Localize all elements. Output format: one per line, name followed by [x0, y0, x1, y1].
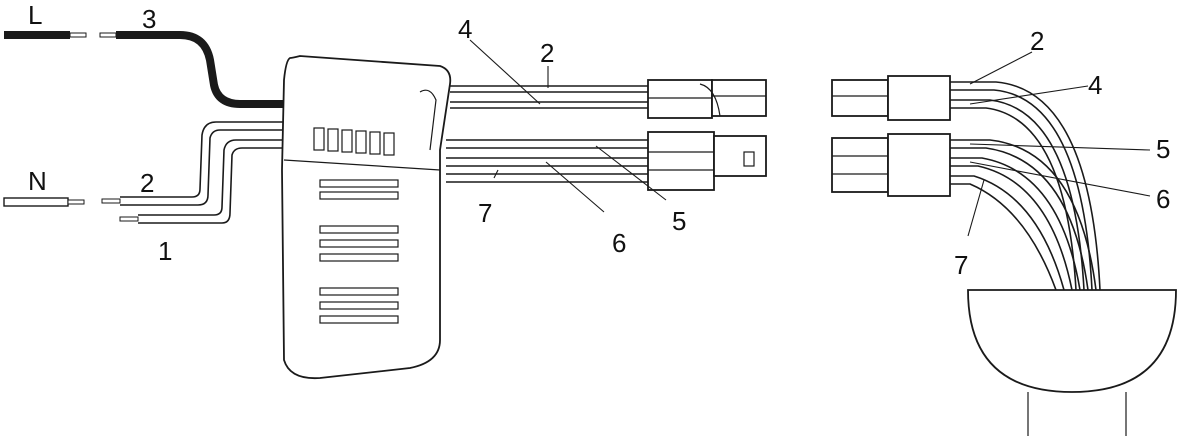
fan-wire-2a [950, 81, 1101, 291]
connector-housing [647, 131, 715, 191]
wire-3-black [116, 31, 290, 108]
output-wires-lower [446, 139, 648, 183]
fan-wire-6b [950, 165, 1073, 291]
line-wire-bare-end [69, 32, 87, 38]
dip-switch [327, 128, 339, 152]
receiver-bevel [419, 89, 437, 151]
leader-4-right [969, 85, 1089, 105]
leader-5-right [969, 143, 1151, 151]
fan-wire-5a [950, 139, 1097, 291]
label-N: N [28, 166, 47, 196]
neutral-wire-stub [3, 197, 69, 207]
fan-wire-6a [950, 157, 1081, 291]
label-7-left: 7 [478, 198, 492, 228]
vent-slot [319, 191, 399, 200]
connector-housing [887, 133, 951, 197]
neutral-wire-N [3, 197, 85, 207]
fan-wire-4b [950, 107, 1077, 291]
label-4-left: 4 [458, 14, 472, 44]
connector-housing [887, 75, 951, 121]
neutral-wire-bare-end [67, 199, 85, 205]
output-wires-upper [450, 85, 650, 109]
fan-wire-2b [950, 89, 1093, 291]
connector-housing [647, 79, 713, 119]
dip-switch [313, 127, 325, 151]
wire-3-bare-end [99, 32, 117, 38]
wire-1-left [119, 139, 290, 224]
label-L: L [28, 0, 42, 30]
vent-slot [319, 253, 399, 262]
line-wire-stub [4, 31, 70, 39]
vent-slot [319, 287, 399, 296]
wire-1-bare-end [119, 216, 139, 222]
leader-6-left [545, 161, 605, 213]
label-5-right: 5 [1156, 134, 1170, 164]
connector-left-lower [647, 131, 767, 191]
label-6-left: 6 [612, 228, 626, 258]
leader-2-right [969, 51, 1033, 85]
dip-switch-block [313, 127, 395, 156]
receiver-panel-divider [283, 159, 441, 171]
vent-slot [319, 301, 399, 310]
label-7-right: 7 [954, 250, 968, 280]
connector-right-lower [831, 133, 951, 197]
vent-slots [319, 179, 399, 324]
connector-plug [831, 137, 889, 193]
vent-slot [319, 315, 399, 324]
fan-wire-5b [950, 147, 1089, 291]
leader-7-right [967, 179, 985, 237]
leader-6-right [969, 161, 1151, 197]
canopy-bowl [967, 289, 1177, 393]
connector-plug [831, 79, 889, 117]
label-2-right: 2 [1030, 26, 1044, 56]
leader-4-left [469, 39, 541, 105]
connector-plug [713, 135, 767, 177]
dip-switch [369, 131, 381, 155]
dip-switch [341, 129, 353, 153]
connector-latch [699, 83, 721, 117]
label-1: 1 [158, 236, 172, 266]
label-2-left-top: 2 [540, 38, 554, 68]
wire-2-inner [120, 129, 290, 206]
fan-wire-bundle [950, 81, 1101, 291]
dip-switch [355, 130, 367, 154]
label-5-left: 5 [672, 206, 686, 236]
leader-lines [469, 39, 1151, 237]
connector-key [743, 151, 755, 167]
wire-1-inner [138, 147, 290, 224]
receiver-body [281, 55, 452, 380]
fan-wire-7a [950, 175, 1065, 291]
leader-5-left [595, 145, 667, 201]
label-2-left: 2 [140, 168, 154, 198]
connector-plug [711, 79, 767, 117]
connector-left-upper [647, 79, 767, 119]
vent-slot [319, 179, 399, 188]
label-4-right: 4 [1088, 70, 1102, 100]
fan-wire-7b [950, 183, 1057, 291]
wire-2-outer [120, 121, 290, 198]
dip-switch [383, 132, 395, 156]
label-3: 3 [142, 4, 156, 34]
wire-2-bare-end [101, 198, 121, 204]
fan-canopy [967, 289, 1177, 436]
wire-2-left [101, 121, 290, 206]
receiver-outline [281, 55, 452, 380]
vent-slot [319, 225, 399, 234]
connector-right-upper [831, 75, 951, 121]
label-6-right: 6 [1156, 184, 1170, 214]
line-wire-L [4, 31, 290, 108]
leader-7-left [493, 169, 499, 179]
vent-slot [319, 239, 399, 248]
wire-1-outer [138, 139, 290, 216]
